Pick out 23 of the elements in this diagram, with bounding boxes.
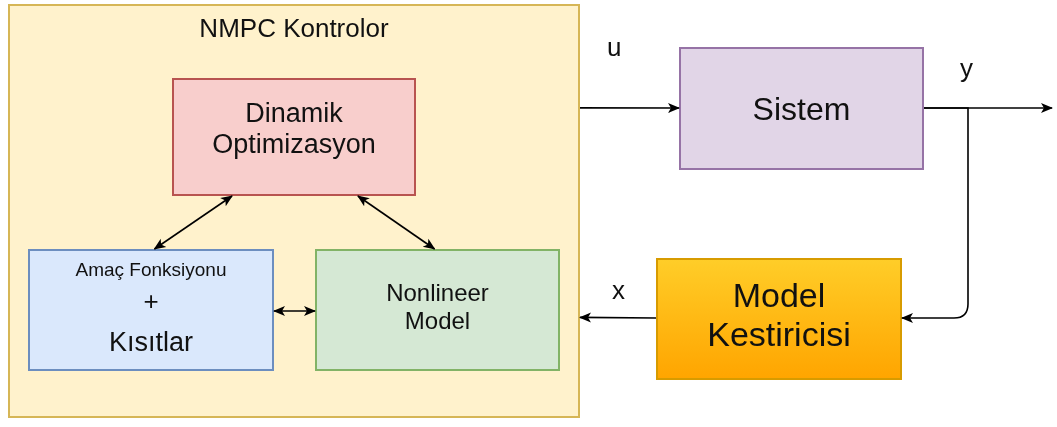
arrow	[579, 312, 657, 323]
controller-panel	[8, 4, 580, 418]
signal-label: x	[612, 277, 625, 303]
process-box	[172, 78, 416, 196]
signal-label: u	[607, 34, 622, 60]
node-label: NMPC Kontrolor	[198, 14, 390, 44]
node-label: Model Kestiricisi	[706, 276, 852, 355]
process-box	[679, 47, 924, 170]
node-label: Kısıtlar	[108, 327, 194, 359]
arrow	[357, 195, 436, 250]
node-label: Amaç Fonksiyonu	[74, 259, 228, 281]
process-box	[656, 258, 902, 380]
arrow	[273, 306, 316, 316]
process-box	[28, 249, 274, 371]
arrow	[579, 103, 680, 113]
process-box	[315, 249, 560, 371]
node-label: Dinamik Optimizasyon	[211, 98, 377, 161]
arrow	[153, 195, 233, 250]
node-label: Sistem	[751, 91, 852, 128]
signal-label: y	[960, 55, 973, 81]
node-label: +	[142, 287, 160, 317]
node-label: Nonlineer Model	[385, 279, 490, 335]
arrow	[901, 107, 969, 323]
